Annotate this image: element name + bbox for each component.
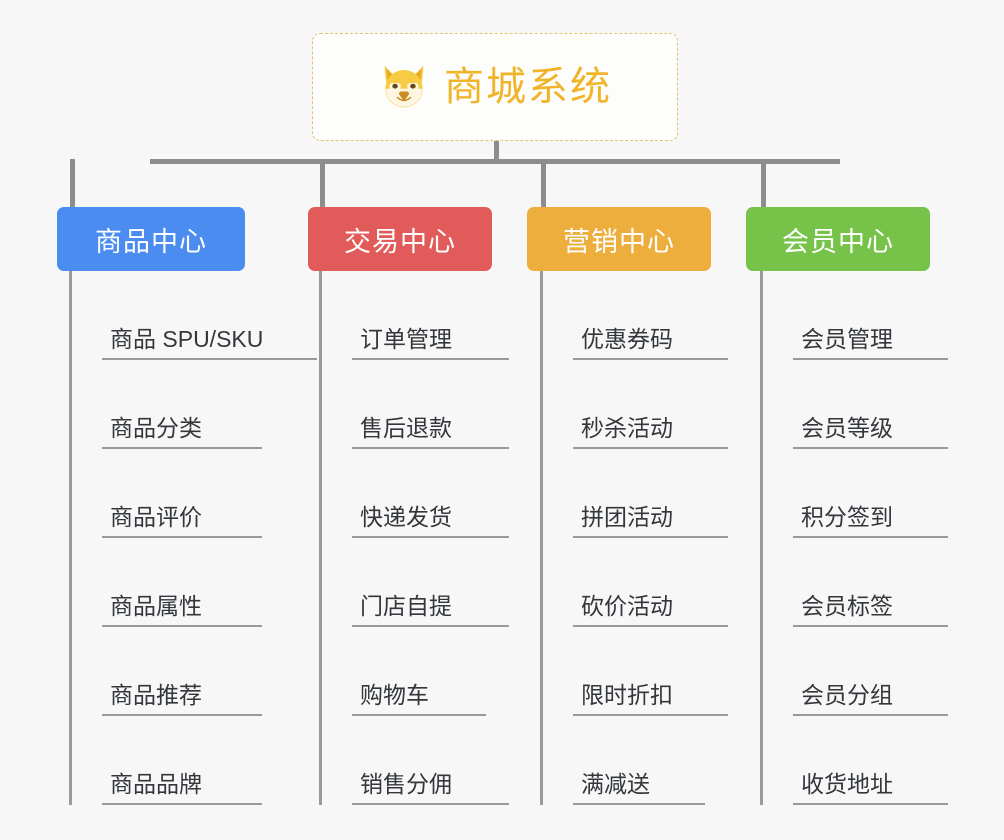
root-node[interactable]: 商城系统: [312, 33, 678, 141]
leaf-item[interactable]: 销售分佣: [319, 716, 509, 805]
category-box-2[interactable]: 营销中心: [527, 207, 711, 271]
leaf-item[interactable]: 收货地址: [760, 716, 948, 805]
leaf-item-label: 会员等级: [793, 415, 948, 449]
leaf-item-label: 优惠券码: [573, 326, 728, 360]
leaf-item-label: 砍价活动: [573, 593, 728, 627]
leaf-column-2: 优惠券码秒杀活动拼团活动砍价活动限时折扣满减送: [540, 271, 728, 805]
leaf-item[interactable]: 会员等级: [760, 360, 948, 449]
leaf-item-label: 拼团活动: [573, 504, 728, 538]
leaf-item-label: 商品推荐: [102, 682, 262, 716]
leaf-item[interactable]: 售后退款: [319, 360, 509, 449]
leaf-item-label: 会员标签: [793, 593, 948, 627]
leaf-item[interactable]: 订单管理: [319, 271, 509, 360]
category-label: 商品中心: [95, 226, 207, 257]
leaf-item-label: 售后退款: [352, 415, 509, 449]
leaf-item[interactable]: 商品品牌: [69, 716, 317, 805]
leaf-item-label: 订单管理: [352, 326, 509, 360]
leaf-item-label: 商品属性: [102, 593, 262, 627]
leaf-item[interactable]: 秒杀活动: [540, 360, 728, 449]
leaf-column-3: 会员管理会员等级积分签到会员标签会员分组收货地址: [760, 271, 948, 805]
leaf-item-label: 积分签到: [793, 504, 948, 538]
leaf-item[interactable]: 商品属性: [69, 538, 317, 627]
leaf-item[interactable]: 商品推荐: [69, 627, 317, 716]
leaf-item-label: 商品品牌: [102, 771, 262, 805]
leaf-item[interactable]: 限时折扣: [540, 627, 728, 716]
leaf-column-1: 订单管理售后退款快递发货门店自提购物车销售分佣: [319, 271, 509, 805]
leaf-column-0: 商品 SPU/SKU 商品分类商品评价商品属性商品推荐商品品牌: [69, 271, 317, 805]
category-label: 会员中心: [782, 226, 894, 257]
category-label: 交易中心: [344, 226, 456, 257]
leaf-item[interactable]: 门店自提: [319, 538, 509, 627]
leaf-item[interactable]: 快递发货: [319, 449, 509, 538]
leaf-item[interactable]: 拼团活动: [540, 449, 728, 538]
leaf-item-label: 会员管理: [793, 326, 948, 360]
branch-drop-connector-1: [320, 159, 325, 207]
leaf-item[interactable]: 满减送: [540, 716, 728, 805]
leaf-item[interactable]: 商品分类: [69, 360, 317, 449]
leaf-item-label: 快递发货: [352, 504, 509, 538]
root-stem-connector: [494, 141, 499, 163]
leaf-item[interactable]: 商品评价: [69, 449, 317, 538]
leaf-item-label: 秒杀活动: [573, 415, 728, 449]
leaf-item-label: 商品评价: [102, 504, 262, 538]
leaf-item[interactable]: 购物车: [319, 627, 509, 716]
leaf-item[interactable]: 会员管理: [760, 271, 948, 360]
leaf-item-label: 限时折扣: [573, 682, 728, 716]
category-box-0[interactable]: 商品中心: [57, 207, 245, 271]
branch-drop-connector-2: [541, 159, 546, 207]
branch-drop-connector-3: [761, 159, 766, 207]
leaf-item-label: 满减送: [573, 771, 705, 805]
leaf-item[interactable]: 会员标签: [760, 538, 948, 627]
leaf-item-label: 商品 SPU/SKU: [102, 326, 317, 360]
horizontal-bus-connector: [150, 159, 840, 164]
leaf-item[interactable]: 砍价活动: [540, 538, 728, 627]
category-box-1[interactable]: 交易中心: [308, 207, 492, 271]
leaf-item-label: 购物车: [352, 682, 486, 716]
leaf-item-label: 收货地址: [793, 771, 948, 805]
leaf-item-label: 商品分类: [102, 415, 262, 449]
category-label: 营销中心: [563, 226, 675, 257]
branch-drop-connector-0: [70, 159, 75, 207]
leaf-item[interactable]: 会员分组: [760, 627, 948, 716]
category-box-3[interactable]: 会员中心: [746, 207, 930, 271]
shiba-dog-face-icon: [384, 65, 424, 108]
leaf-item-label: 会员分组: [793, 682, 948, 716]
leaf-item[interactable]: 商品 SPU/SKU: [69, 271, 317, 360]
leaf-item[interactable]: 优惠券码: [540, 271, 728, 360]
leaf-item-label: 门店自提: [352, 593, 509, 627]
leaf-item[interactable]: 积分签到: [760, 449, 948, 538]
leaf-item-label: 销售分佣: [352, 771, 509, 805]
root-title: 商城系统: [444, 65, 612, 109]
